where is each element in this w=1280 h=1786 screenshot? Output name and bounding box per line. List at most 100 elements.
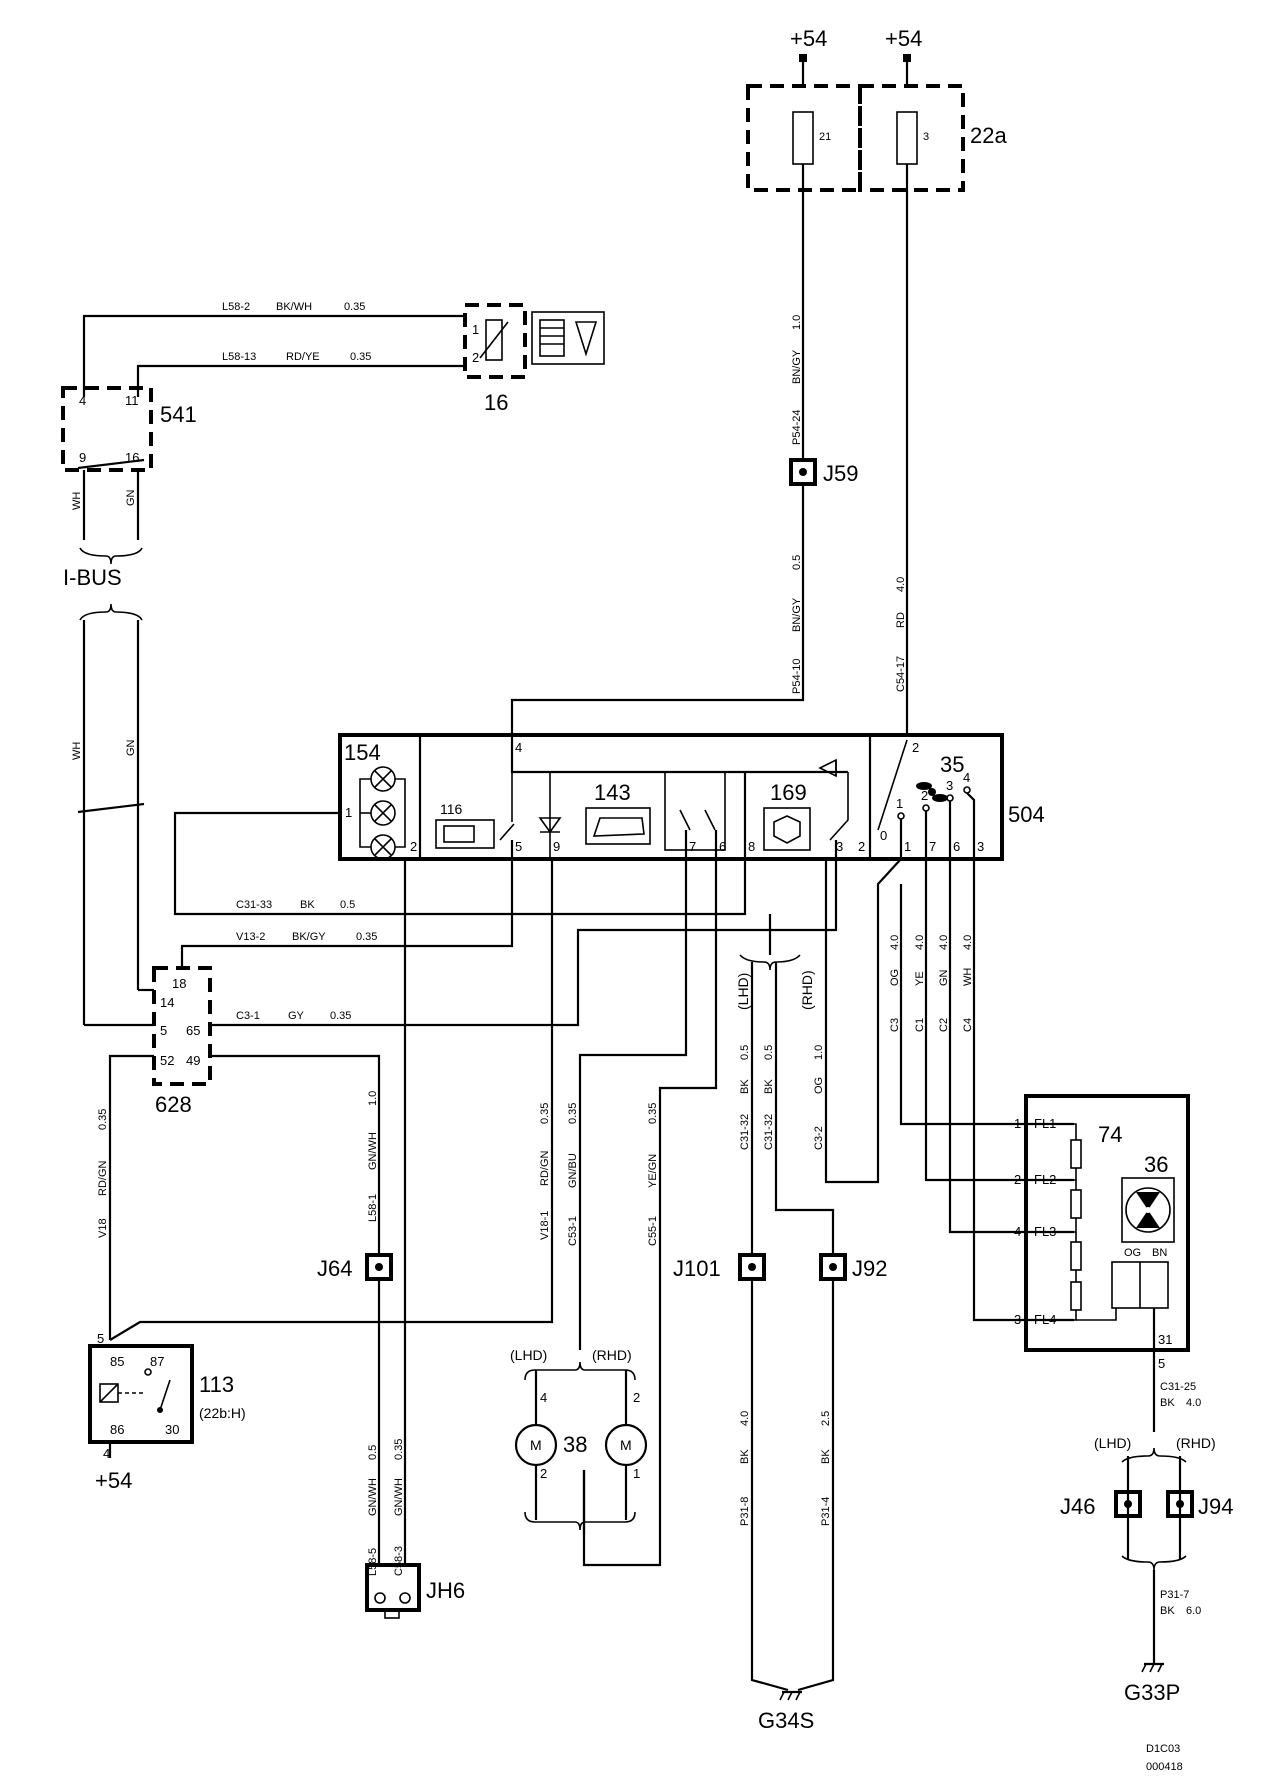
pin-label: 18 bbox=[172, 976, 186, 991]
pin-label: 5 bbox=[1158, 1356, 1165, 1371]
pin-label: 30 bbox=[165, 1422, 179, 1437]
wire-label: BN/GY bbox=[791, 597, 803, 632]
pin-label: 1 bbox=[472, 322, 479, 337]
wire-label: RD/YE bbox=[286, 351, 320, 363]
wire-label: C31-25 bbox=[1160, 1381, 1196, 1393]
wire-label: YE/GN bbox=[647, 1154, 659, 1188]
wire-label: 0.35 bbox=[344, 301, 365, 313]
motor-letter: M bbox=[620, 1437, 632, 1453]
fuse-box-label: 22a bbox=[970, 123, 1007, 148]
pin-label: 0 bbox=[880, 828, 887, 843]
wire-label: RD/GN bbox=[539, 1151, 551, 1187]
lamp-icon bbox=[359, 766, 406, 860]
wire-label: C31-32 bbox=[739, 1114, 751, 1150]
wire-label: OG bbox=[889, 969, 901, 986]
wire-label: WH bbox=[71, 742, 83, 760]
motor-38: (LHD) (RHD) 4 2 M M 38 2 1 bbox=[510, 1347, 648, 1531]
pin-label: 3 bbox=[977, 839, 984, 854]
pin-label: 1 bbox=[904, 839, 911, 854]
wire-label: BK bbox=[1160, 1605, 1175, 1617]
component-label: 116 bbox=[440, 801, 463, 817]
pin-label: 1 bbox=[345, 805, 352, 820]
pin-label: 31 bbox=[1158, 1332, 1172, 1347]
pin-label: 2 bbox=[912, 740, 919, 755]
wire-label: 1.0 bbox=[367, 1091, 379, 1106]
wire-label: C4 bbox=[962, 1018, 974, 1032]
component-label: 35 bbox=[940, 752, 964, 777]
variant-label: (LHD) bbox=[735, 973, 751, 1010]
component-label: 541 bbox=[160, 402, 197, 427]
variant-label: (RHD) bbox=[592, 1347, 632, 1363]
wire-label: WH bbox=[71, 492, 83, 510]
unit-74: 74 36 1 2 4 3 FL1 FL2 FL3 FL4 OG BN bbox=[1014, 1094, 1190, 1352]
component-label: 504 bbox=[1008, 802, 1045, 827]
wire-label: P31-7 bbox=[1160, 1589, 1189, 1601]
component-label: 16 bbox=[484, 390, 508, 415]
wire-label: 0.5 bbox=[367, 1445, 379, 1460]
wire-label: 0.5 bbox=[340, 899, 355, 911]
wire-label: 0.35 bbox=[539, 1103, 551, 1124]
pin-label: 5 bbox=[515, 839, 522, 854]
drawing-code: D1C03 bbox=[1146, 1743, 1180, 1755]
wire-label: 1.0 bbox=[791, 315, 803, 330]
wire-label: BK bbox=[739, 1449, 751, 1464]
wire-label: C55-1 bbox=[647, 1216, 659, 1246]
wire-label: C31-32 bbox=[763, 1114, 775, 1150]
pin-label: OG bbox=[1124, 1247, 1141, 1259]
wire-label: C2 bbox=[938, 1018, 950, 1032]
wire-label: BN/GY bbox=[791, 349, 803, 384]
wire-label: L58-2 bbox=[222, 301, 250, 313]
pin-label: 4 bbox=[515, 740, 522, 755]
pin-label: 11 bbox=[125, 393, 139, 408]
fuse-box-22a: +54 +54 21 3 22a bbox=[746, 26, 1007, 192]
pin-label: 1 bbox=[1014, 1116, 1021, 1131]
wire-label: GY bbox=[288, 1010, 305, 1022]
pin-label: 6 bbox=[719, 839, 726, 854]
wire-label: 0.5 bbox=[791, 555, 803, 570]
wire-label: 0.35 bbox=[97, 1109, 109, 1130]
junction-label: J59 bbox=[823, 461, 858, 486]
pin-label: 49 bbox=[186, 1053, 200, 1068]
wire-label: 4.0 bbox=[914, 935, 926, 950]
wire-label: 4.0 bbox=[739, 1411, 751, 1426]
variant-label: (LHD) bbox=[1094, 1435, 1131, 1451]
wire-label: P54-24 bbox=[791, 410, 803, 445]
pin-label: 2 bbox=[410, 839, 417, 854]
junction-label: J46 bbox=[1060, 1494, 1095, 1519]
wire-label: P31-8 bbox=[739, 1497, 751, 1526]
pin-label: 52 bbox=[160, 1053, 174, 1068]
wire-label: 4.0 bbox=[889, 935, 901, 950]
pin-label: FL1 bbox=[1034, 1116, 1056, 1131]
wire-label: RD bbox=[895, 612, 907, 628]
component-label: 38 bbox=[563, 1432, 587, 1457]
motor-letter: M bbox=[530, 1437, 542, 1453]
pin-label: 3 bbox=[1014, 1312, 1021, 1327]
junction-label: JH6 bbox=[426, 1578, 465, 1603]
pin-label: 1 bbox=[896, 796, 903, 811]
wire-label: C53-1 bbox=[567, 1216, 579, 1246]
pin-label: 2 bbox=[858, 839, 865, 854]
wire-label: 1.0 bbox=[813, 1045, 825, 1060]
pin-label: 14 bbox=[160, 995, 174, 1010]
pin-label: 3 bbox=[946, 778, 953, 793]
wire-label: C3-1 bbox=[236, 1010, 260, 1022]
wire-label: BK bbox=[1160, 1397, 1175, 1409]
pin-label: 4 bbox=[540, 1390, 547, 1405]
wire-label: 0.35 bbox=[567, 1103, 579, 1124]
wire-label: P54-10 bbox=[791, 659, 803, 694]
junction-j92: J92 bbox=[819, 1253, 887, 1281]
component-label: 169 bbox=[770, 780, 807, 805]
wire-label: OG bbox=[813, 1077, 825, 1094]
wire-label: 0.35 bbox=[647, 1103, 659, 1124]
variant-label: (LHD) bbox=[510, 1347, 547, 1363]
wire-label: BK bbox=[300, 899, 315, 911]
wire-label: BK bbox=[739, 1079, 751, 1094]
wire-label: 4.0 bbox=[962, 935, 974, 950]
pin-label: 4 bbox=[79, 393, 86, 408]
wire-label: 0.35 bbox=[350, 351, 371, 363]
wire-label: BK bbox=[763, 1079, 775, 1094]
component-label: 143 bbox=[594, 780, 631, 805]
ground-label: G34S bbox=[758, 1708, 814, 1733]
wire-label: BK/WH bbox=[276, 301, 312, 313]
wire-label: C31-33 bbox=[236, 899, 272, 911]
